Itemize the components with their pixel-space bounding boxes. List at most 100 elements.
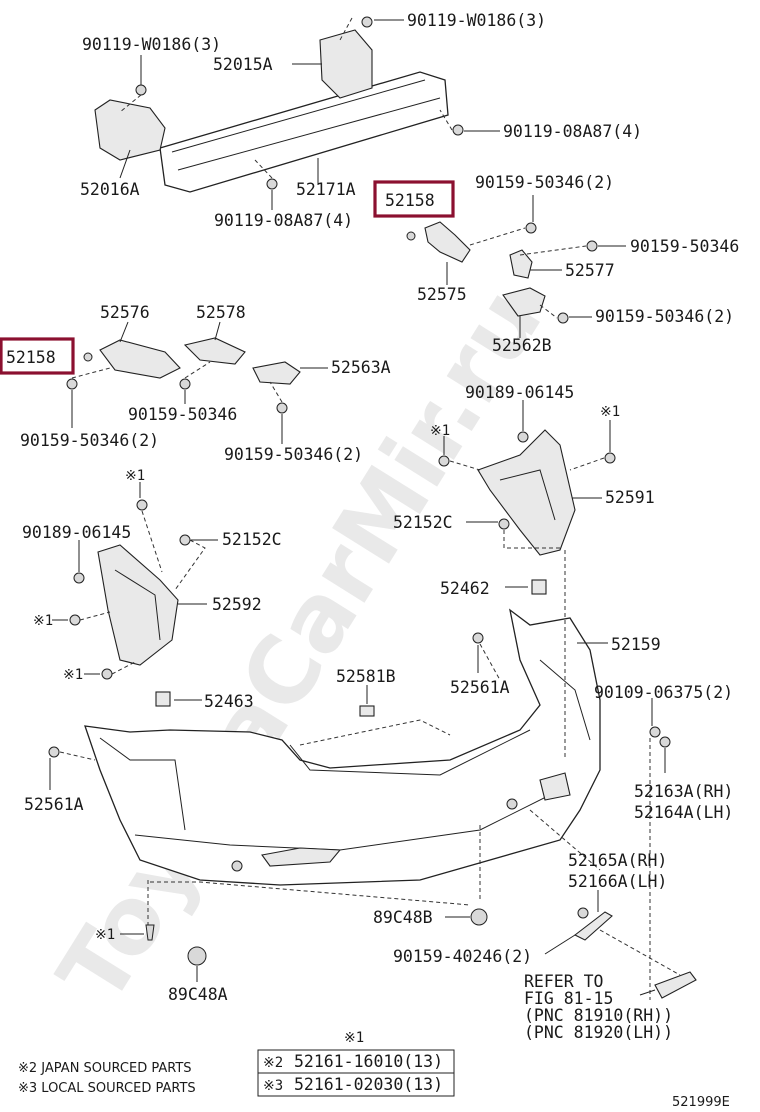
retainer-52592[interactable] <box>97 544 179 666</box>
bolt-icon <box>659 736 671 748</box>
bolt-icon <box>276 402 288 414</box>
part-label: 52576 <box>100 303 150 322</box>
bolt-icon <box>557 312 569 324</box>
part-label: 52563A <box>331 358 391 377</box>
right-bracket-group <box>373 180 626 338</box>
part-label: 52581B <box>336 667 396 686</box>
part-label-highlighted: 52158 <box>385 191 435 210</box>
bracket-52562b[interactable] <box>502 287 546 317</box>
bolt-icon <box>438 455 450 467</box>
table-part[interactable]: 52161-16010(13) <box>294 1052 443 1071</box>
sensor-89c48b[interactable] <box>470 908 488 926</box>
refer-note: REFER TO <box>524 972 603 991</box>
part-label: 90109-06375(2) <box>594 683 733 702</box>
bolt-icon <box>361 16 373 28</box>
mark-label: ※1 <box>63 667 83 683</box>
part-label: 52152C <box>222 530 282 549</box>
highlight-box <box>0 337 75 375</box>
bolt-icon <box>506 798 518 810</box>
bumper-cover-52159[interactable] <box>84 608 601 886</box>
part-label: 52165A(RH) <box>568 851 667 870</box>
part-label: 90159-50346(2) <box>20 431 159 450</box>
part-label: 52592 <box>212 595 262 614</box>
part-label: 90189-06145 <box>465 383 574 402</box>
part-label: 90119-W0186(3) <box>407 11 546 30</box>
bracket-52016a[interactable] <box>94 99 166 161</box>
bolt-icon <box>83 352 93 362</box>
mark-label: ※1 <box>33 613 53 629</box>
mark-label: ※1 <box>95 927 115 943</box>
part-label: 52164A(LH) <box>634 803 733 822</box>
part-label: 52577 <box>565 261 615 280</box>
bolt-icon <box>179 378 191 390</box>
refer-note: FIG 81-15 <box>524 989 613 1008</box>
bracket-52563a[interactable] <box>252 361 301 385</box>
part-label: 90119-08A87(4) <box>214 211 353 230</box>
part-label: 52463 <box>204 692 254 711</box>
legend-note: ※3 LOCAL SOURCED PARTS <box>18 1081 196 1096</box>
table-mark: ※2 <box>263 1055 283 1071</box>
bracket-52576[interactable] <box>99 339 181 379</box>
bolt-icon <box>498 518 510 530</box>
part-label: 52163A(RH) <box>634 782 733 801</box>
part-label: 90119-08A87(4) <box>503 122 642 141</box>
part-label: 52016A <box>80 180 140 199</box>
part-label: 52462 <box>440 579 490 598</box>
part-label: 89C48A <box>168 985 228 1004</box>
clip-icon <box>145 924 155 941</box>
bolt-icon <box>231 860 243 872</box>
part-label: 52561A <box>24 795 84 814</box>
part-label: 90159-50346 <box>630 237 739 256</box>
bolt-icon <box>73 572 85 584</box>
part-label: 89C48B <box>373 908 433 927</box>
part-label: 90159-50346 <box>128 405 237 424</box>
reflector-52165a[interactable] <box>573 911 613 941</box>
part-label: 52152C <box>393 513 453 532</box>
bracket-52575[interactable] <box>424 221 471 263</box>
mark-label: ※1 <box>125 468 145 484</box>
part-label: 90159-50346(2) <box>475 173 614 192</box>
table-header: ※1 <box>344 1030 364 1046</box>
part-label: 52561A <box>450 678 510 697</box>
pad-52463[interactable] <box>155 691 171 707</box>
parts-table: ※1 ※2 52161-16010(13) ※3 52161-02030(13) <box>257 1030 455 1097</box>
legend-note: ※2 JAPAN SOURCED PARTS <box>18 1061 192 1076</box>
sensor-89c48a[interactable] <box>187 946 207 966</box>
bolt-icon <box>66 378 78 390</box>
part-label-highlighted: 52158 <box>6 348 56 367</box>
reinforcement-52171a[interactable] <box>159 71 449 193</box>
bolt-icon <box>135 84 147 96</box>
part-label: 90119-W0186(3) <box>82 35 221 54</box>
part-label: 52578 <box>196 303 246 322</box>
table-mark: ※3 <box>263 1078 283 1094</box>
bolt-icon <box>577 907 589 919</box>
bolt-icon <box>604 452 616 464</box>
refer-note: (PNC 81910(RH)) <box>524 1006 673 1025</box>
bolt-icon <box>472 632 484 644</box>
pad-52462[interactable] <box>531 579 547 595</box>
highlight-box <box>373 180 455 218</box>
bracket-52578[interactable] <box>183 337 246 365</box>
table-part[interactable]: 52161-02030(13) <box>294 1075 443 1094</box>
bolt-icon <box>649 726 661 738</box>
bolt-icon <box>48 746 60 758</box>
bolt-icon <box>179 534 191 546</box>
bracket-52015a[interactable] <box>319 29 373 99</box>
part-label: 90159-50346(2) <box>224 445 363 464</box>
part-label: 90159-50346(2) <box>595 307 734 326</box>
part-label: 52166A(LH) <box>568 872 667 891</box>
bolt-icon <box>266 178 278 190</box>
bumper-reinforcement-group <box>94 16 500 210</box>
bumper-cover-group <box>48 550 697 1000</box>
bolt-icon <box>101 668 113 680</box>
part-label: 52159 <box>611 635 661 654</box>
mark-label: ※1 <box>430 423 450 439</box>
bolt-icon <box>517 431 529 443</box>
retainer-52581b[interactable] <box>359 705 375 717</box>
part-label: 52171A <box>296 180 356 199</box>
retainer-52591[interactable] <box>477 429 576 556</box>
reflector-refer[interactable] <box>654 971 697 999</box>
part-label: 52591 <box>605 488 655 507</box>
bolt-icon <box>69 614 81 626</box>
